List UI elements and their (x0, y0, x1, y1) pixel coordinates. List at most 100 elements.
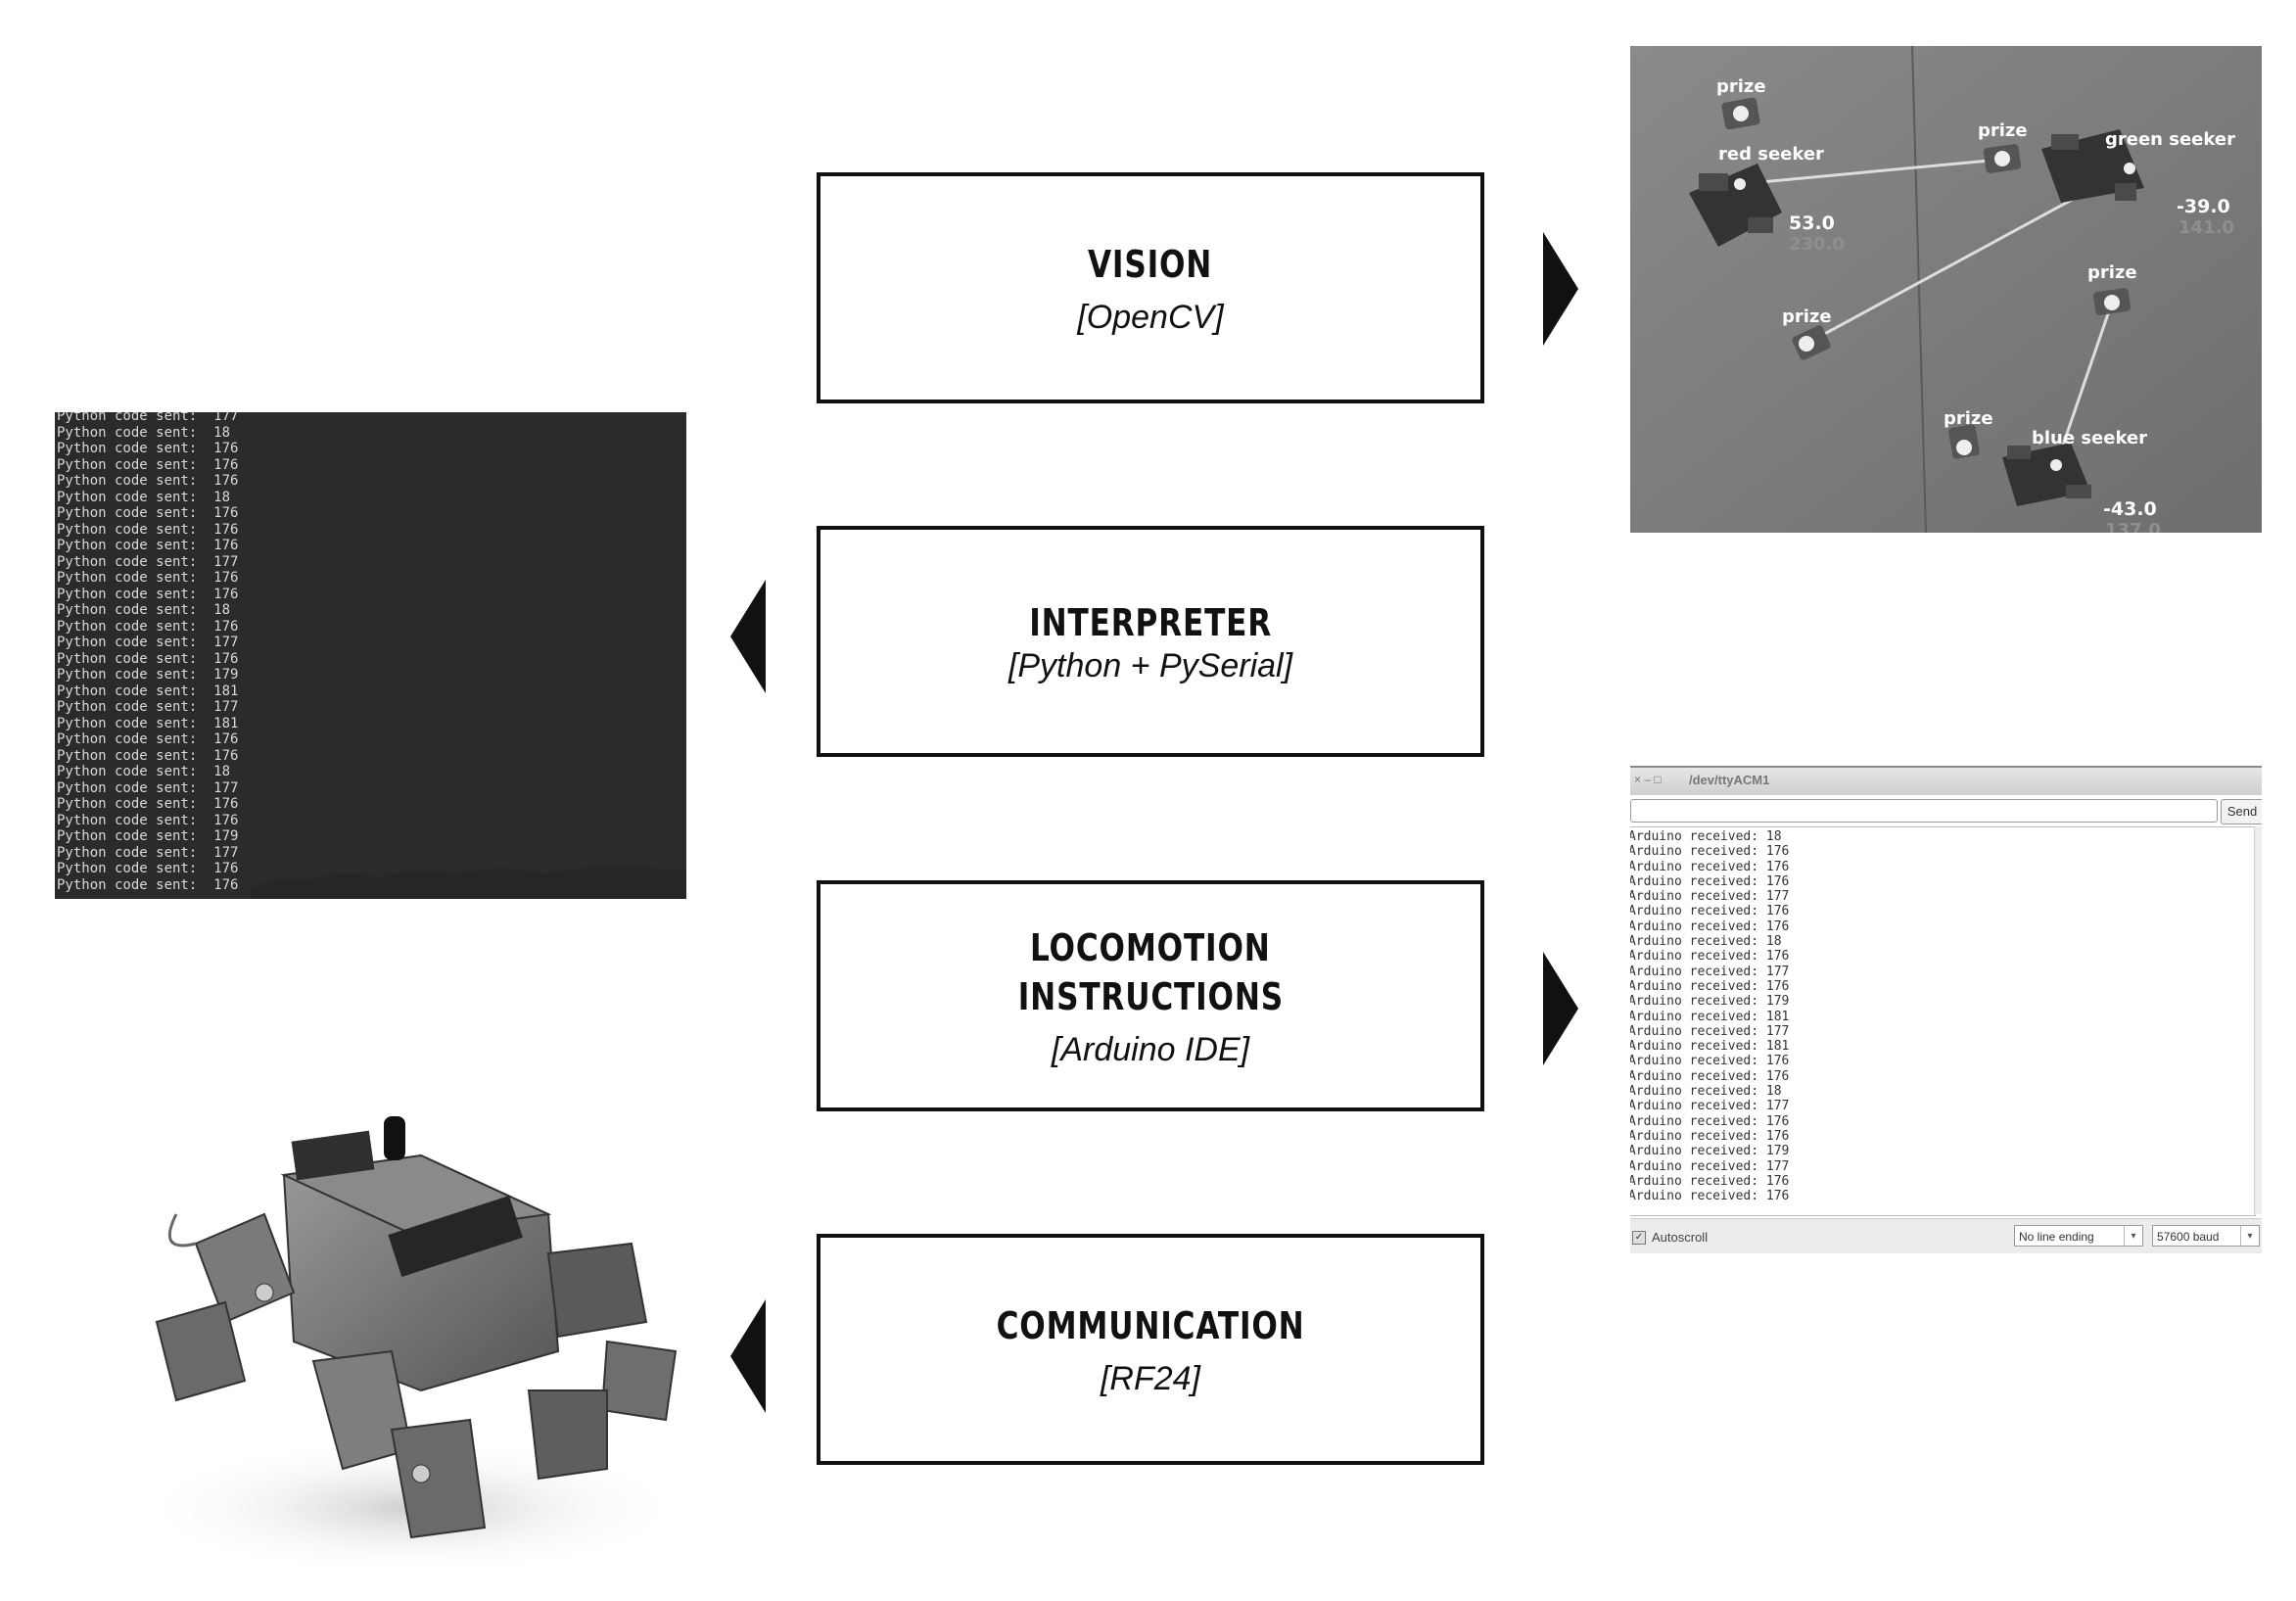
terminal-line-prefix: Python code sent: (57, 796, 214, 812)
terminal-line: Python code sent: 176 (57, 522, 238, 539)
autoscroll-label: Autoscroll (1652, 1230, 1709, 1245)
serial-line-prefix: Arduino received: (1630, 964, 1766, 979)
serial-line-value: 177 (1765, 1099, 1790, 1114)
serial-send-input[interactable] (1630, 799, 2218, 823)
stage-vision: VISION [OpenCV] (817, 172, 1484, 403)
terminal-line-prefix: Python code sent: (57, 538, 214, 553)
terminal-line-prefix: Python code sent: (57, 570, 214, 586)
baud-select[interactable]: 57600 baud ▾ (2152, 1225, 2260, 1247)
serial-line-prefix: Arduino received: (1630, 1128, 1766, 1144)
arrow-right-icon (1543, 232, 1578, 346)
terminal-line-prefix: Python code sent: (57, 618, 214, 635)
terminal-line-prefix: Python code sent: (57, 650, 214, 667)
serial-line-prefix: Arduino received: (1630, 889, 1766, 905)
serial-line: Arduino received: 181 (1630, 1010, 1789, 1024)
arrow-left-icon (730, 580, 766, 693)
seeker-label-red: red seeker (1718, 144, 1824, 165)
serial-line: Arduino received: 176 (1630, 874, 1789, 889)
serial-line-prefix: Arduino received: (1630, 1144, 1766, 1159)
autoscroll-checkbox[interactable]: ✓ (1632, 1231, 1646, 1245)
stage-subtitle: [Arduino IDE] (1051, 1030, 1250, 1068)
line-ending-select[interactable]: No line ending ▾ (2014, 1225, 2143, 1247)
serial-scrollbar[interactable] (2254, 826, 2262, 1214)
vision-tracking-view: prize prize prize prize prize red seeker… (1630, 46, 2262, 533)
terminal-line-value: 176 (213, 812, 239, 828)
serial-line: Arduino received: 177 (1630, 889, 1789, 904)
serial-line-value: 179 (1765, 1144, 1790, 1159)
serial-line-value: 176 (1765, 844, 1790, 860)
baud-value: 57600 baud (2157, 1230, 2220, 1244)
terminal-line: Python code sent: 176 (57, 651, 238, 668)
send-button[interactable]: Send (2221, 799, 2262, 824)
terminal-line-value: 176 (213, 441, 239, 456)
serial-line-prefix: Arduino received: (1630, 934, 1766, 950)
serial-line: Arduino received: 176 (1630, 949, 1789, 964)
stage-subtitle: [RF24] (1100, 1359, 1201, 1397)
serial-line-prefix: Arduino received: (1630, 949, 1766, 965)
terminal-line-value: 176 (213, 747, 239, 764)
terminal-line-prefix: Python code sent: (57, 715, 214, 731)
terminal-line-value: 177 (213, 699, 239, 715)
serial-line-value: 181 (1765, 1039, 1790, 1055)
stage-subtitle: [Python + PySerial] (1007, 646, 1293, 684)
window-controls-icon[interactable]: × – □ (1634, 773, 1662, 786)
serial-line-prefix: Arduino received: (1630, 978, 1766, 994)
terminal-line-value: 176 (213, 876, 239, 893)
serial-line-prefix: Arduino received: (1630, 1189, 1766, 1204)
serial-titlebar: × – □ /dev/ttyACM1 (1630, 766, 2262, 795)
terminal-line: Python code sent: 176 (57, 505, 238, 522)
terminal-line-prefix: Python code sent: (57, 731, 214, 747)
terminal-line-value: 176 (213, 731, 239, 747)
serial-line: Arduino received: 18 (1630, 1084, 1789, 1099)
terminal-line-prefix: Python code sent: (57, 635, 214, 650)
terminal-line: Python code sent: 176 (57, 813, 238, 829)
terminal-line-value: 176 (213, 538, 239, 553)
serial-line-value: 177 (1765, 889, 1790, 905)
terminal-line-value: 18 (213, 602, 231, 618)
serial-line-value: 176 (1765, 904, 1790, 919)
terminal-line-value: 176 (213, 505, 239, 521)
terminal-line-value: 179 (213, 828, 239, 844)
serial-line-prefix: Arduino received: (1630, 1054, 1766, 1069)
serial-line-value: 176 (1765, 859, 1790, 874)
stage-interpreter: INTERPRETER [Python + PySerial] (817, 526, 1484, 757)
seeker-faint-red: 230.0 (1789, 234, 1845, 255)
serial-line: Arduino received: 18 (1630, 934, 1789, 949)
arrow-right-icon (1543, 952, 1578, 1065)
terminal-line: Python code sent: 176 (57, 587, 238, 603)
terminal-line: Python code sent: 176 (57, 441, 238, 457)
terminal-line: Python code sent: 176 (57, 538, 238, 554)
terminal-line: Python code sent: 177 (57, 635, 238, 651)
serial-line-prefix: Arduino received: (1630, 918, 1766, 934)
terminal-line: Python code sent: 176 (57, 457, 238, 474)
stage-locomotion: LOCOMOTION INSTRUCTIONS [Arduino IDE] (817, 880, 1484, 1111)
terminal-line-prefix: Python code sent: (57, 876, 214, 893)
terminal-line-prefix: Python code sent: (57, 861, 214, 876)
seeker-value-blue: -43.0 (2103, 498, 2157, 520)
serial-line-value: 176 (1765, 949, 1790, 965)
serial-line-prefix: Arduino received: (1630, 1084, 1766, 1100)
terminal-line-value: 176 (213, 456, 239, 473)
serial-line-value: 176 (1765, 873, 1790, 889)
seeker-label-green: green seeker (2105, 129, 2235, 150)
seeker-label-blue: blue seeker (2032, 428, 2147, 448)
terminal-line: Python code sent: 177 (57, 554, 238, 571)
robot-photo (137, 1116, 685, 1577)
serial-line: Arduino received: 176 (1630, 844, 1789, 859)
terminal-line-value: 18 (213, 424, 231, 441)
terminal-line: Python code sent: 176 (57, 619, 238, 636)
stage-title: VISION (1088, 242, 1213, 286)
serial-line: Arduino received: 181 (1630, 1039, 1789, 1054)
serial-line-value: 176 (1765, 1054, 1790, 1069)
serial-line-value: 176 (1765, 918, 1790, 934)
stage-communication: COMMUNICATION [RF24] (817, 1234, 1484, 1465)
seeker-value-green: -39.0 (2177, 196, 2230, 217)
serial-line: Arduino received: 177 (1630, 1024, 1789, 1039)
serial-line: Arduino received: 179 (1630, 1144, 1789, 1158)
seeker-faint-green: 141.0 (2179, 217, 2234, 238)
seeker-value-red: 53.0 (1789, 212, 1835, 234)
serial-line-value: 18 (1765, 1084, 1782, 1100)
terminal-line: Python code sent: 179 (57, 667, 238, 683)
terminal-line-value: 177 (213, 779, 239, 796)
